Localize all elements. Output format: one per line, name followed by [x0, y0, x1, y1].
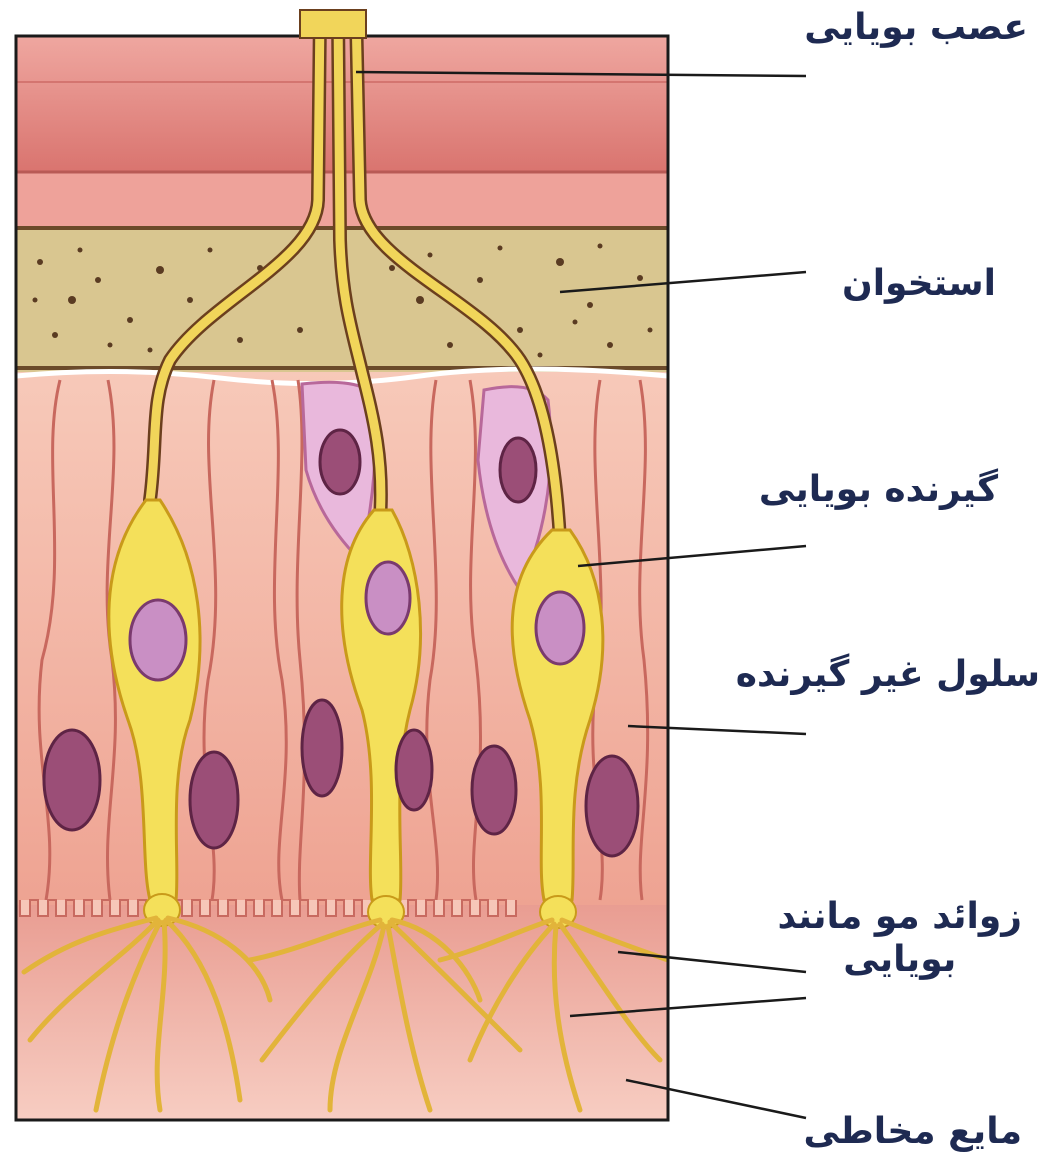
label-olfactory-receptor: گیرنده بویایی: [759, 468, 998, 511]
label-olfactory-cilia-line1: زوائد مو مانند: [778, 895, 1023, 938]
label-bone: استخوان: [842, 262, 996, 305]
label-olfactory-nerve: عصب بویایی: [804, 6, 1028, 49]
label-olfactory-cilia: زوائد مو مانند بویایی: [778, 895, 1023, 981]
label-supporting-cell: سلول غیر گیرنده: [736, 653, 1040, 696]
label-mucus: مایع مخاطی: [803, 1110, 1022, 1153]
label-olfactory-cilia-line2: بویایی: [778, 938, 1023, 981]
